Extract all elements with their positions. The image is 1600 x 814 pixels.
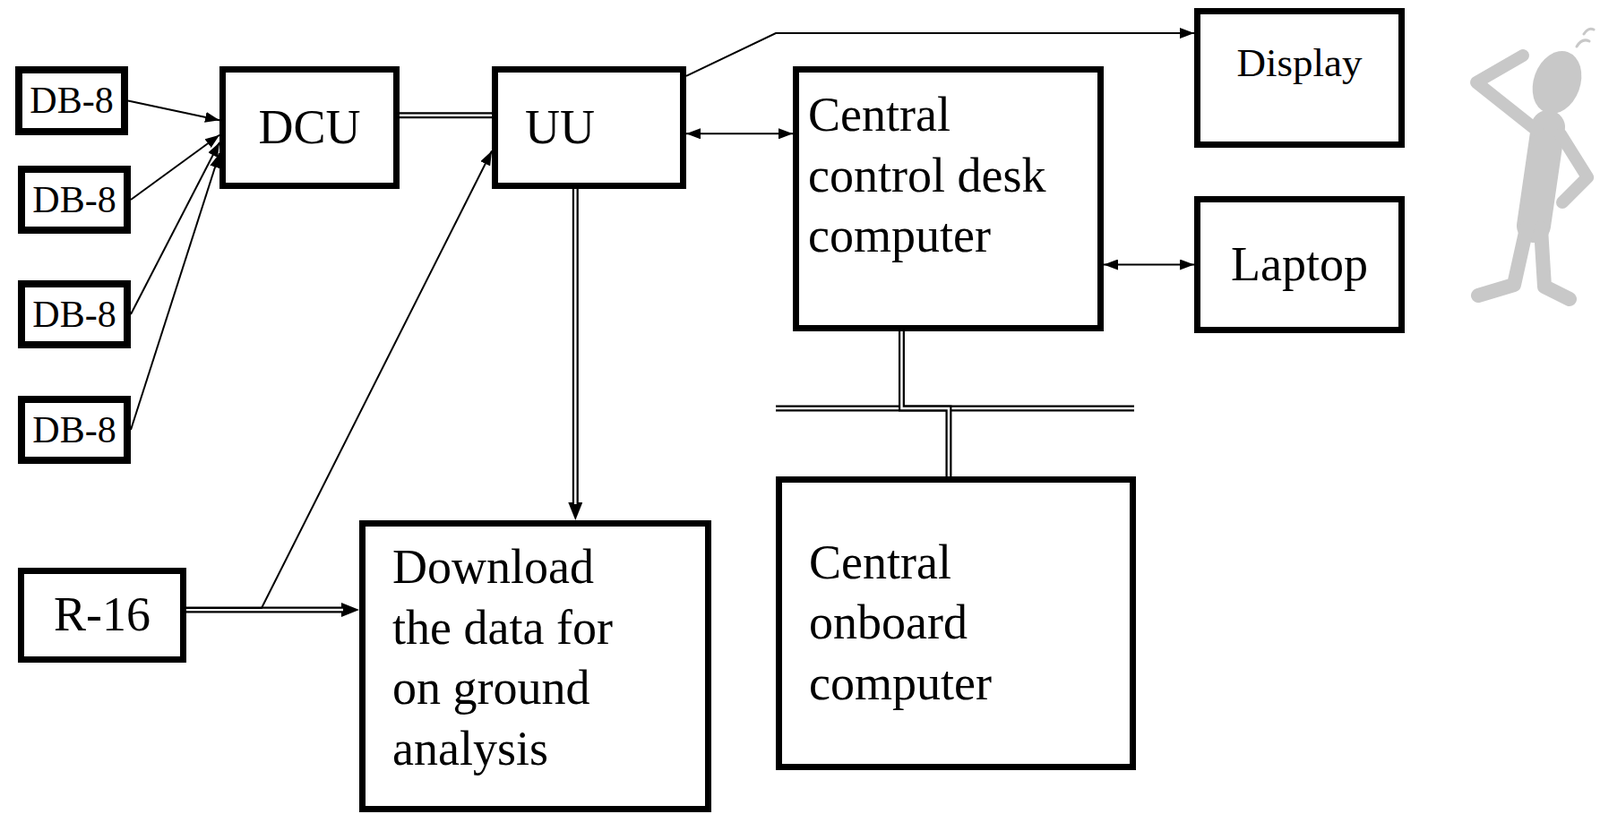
connector-box: DB-8 [17, 280, 131, 349]
connector [130, 153, 220, 431]
computer-box: Central control desk computer [792, 66, 1104, 332]
laptop-box: Laptop [1194, 196, 1405, 334]
connector-box: DB-8 [15, 66, 129, 136]
double-line-inner [398, 114, 493, 118]
double-line-outer [572, 189, 579, 512]
figure-head [1523, 43, 1590, 121]
connector [686, 133, 793, 135]
node-label: Central control desk computer [808, 85, 1068, 267]
node-label: UU [524, 97, 595, 159]
node-label: DB-8 [32, 406, 116, 455]
signal-line [130, 142, 220, 315]
computer-box: Central onboard computer [775, 476, 1136, 771]
node-label: Central onboard computer [808, 533, 1047, 715]
connector [130, 142, 220, 315]
signal-line [1103, 264, 1195, 267]
node-label: Laptop [1230, 234, 1368, 296]
signal-line [130, 153, 220, 431]
thought-mark [1576, 40, 1590, 47]
process-box: Download the data for on ground analysis [359, 520, 712, 813]
node-label: DB-8 [29, 77, 113, 125]
figure-arm [1560, 134, 1588, 203]
figure-arm [1476, 55, 1538, 131]
signal-line [128, 101, 220, 121]
figure-leg [1478, 228, 1527, 296]
double-line-inner [901, 330, 949, 478]
node-label: Display [1237, 37, 1363, 88]
unit-box: DCU [219, 66, 400, 190]
connector [1103, 264, 1195, 266]
double-line-inner [185, 609, 344, 612]
double-line-outer [901, 331, 949, 477]
double-line-inner [574, 188, 577, 505]
connector-box: DB-8 [17, 165, 131, 234]
thought-mark [1583, 28, 1594, 35]
connector [398, 114, 493, 116]
display-box: Display [1194, 8, 1405, 148]
node-label: R-16 [53, 584, 151, 646]
unit-box: UU [491, 66, 687, 190]
connector-box: DB-8 [17, 395, 131, 465]
bus-inner [774, 407, 1136, 411]
connector [185, 610, 351, 611]
double-line-outer [399, 111, 492, 119]
connector [575, 188, 577, 512]
node-label: DCU [258, 97, 361, 159]
receiver-box: R-16 [17, 567, 187, 663]
connector [128, 101, 220, 121]
thinking-man-figure [1476, 28, 1594, 300]
node-label: DB-8 [32, 176, 116, 224]
node-label: DB-8 [32, 291, 116, 339]
signal-line [686, 132, 793, 135]
figure-leg [1540, 228, 1570, 300]
connector [901, 330, 949, 478]
figure-body [1533, 127, 1549, 226]
node-label: Download the data for on ground analysis [392, 537, 630, 780]
bus-line [774, 408, 1136, 410]
